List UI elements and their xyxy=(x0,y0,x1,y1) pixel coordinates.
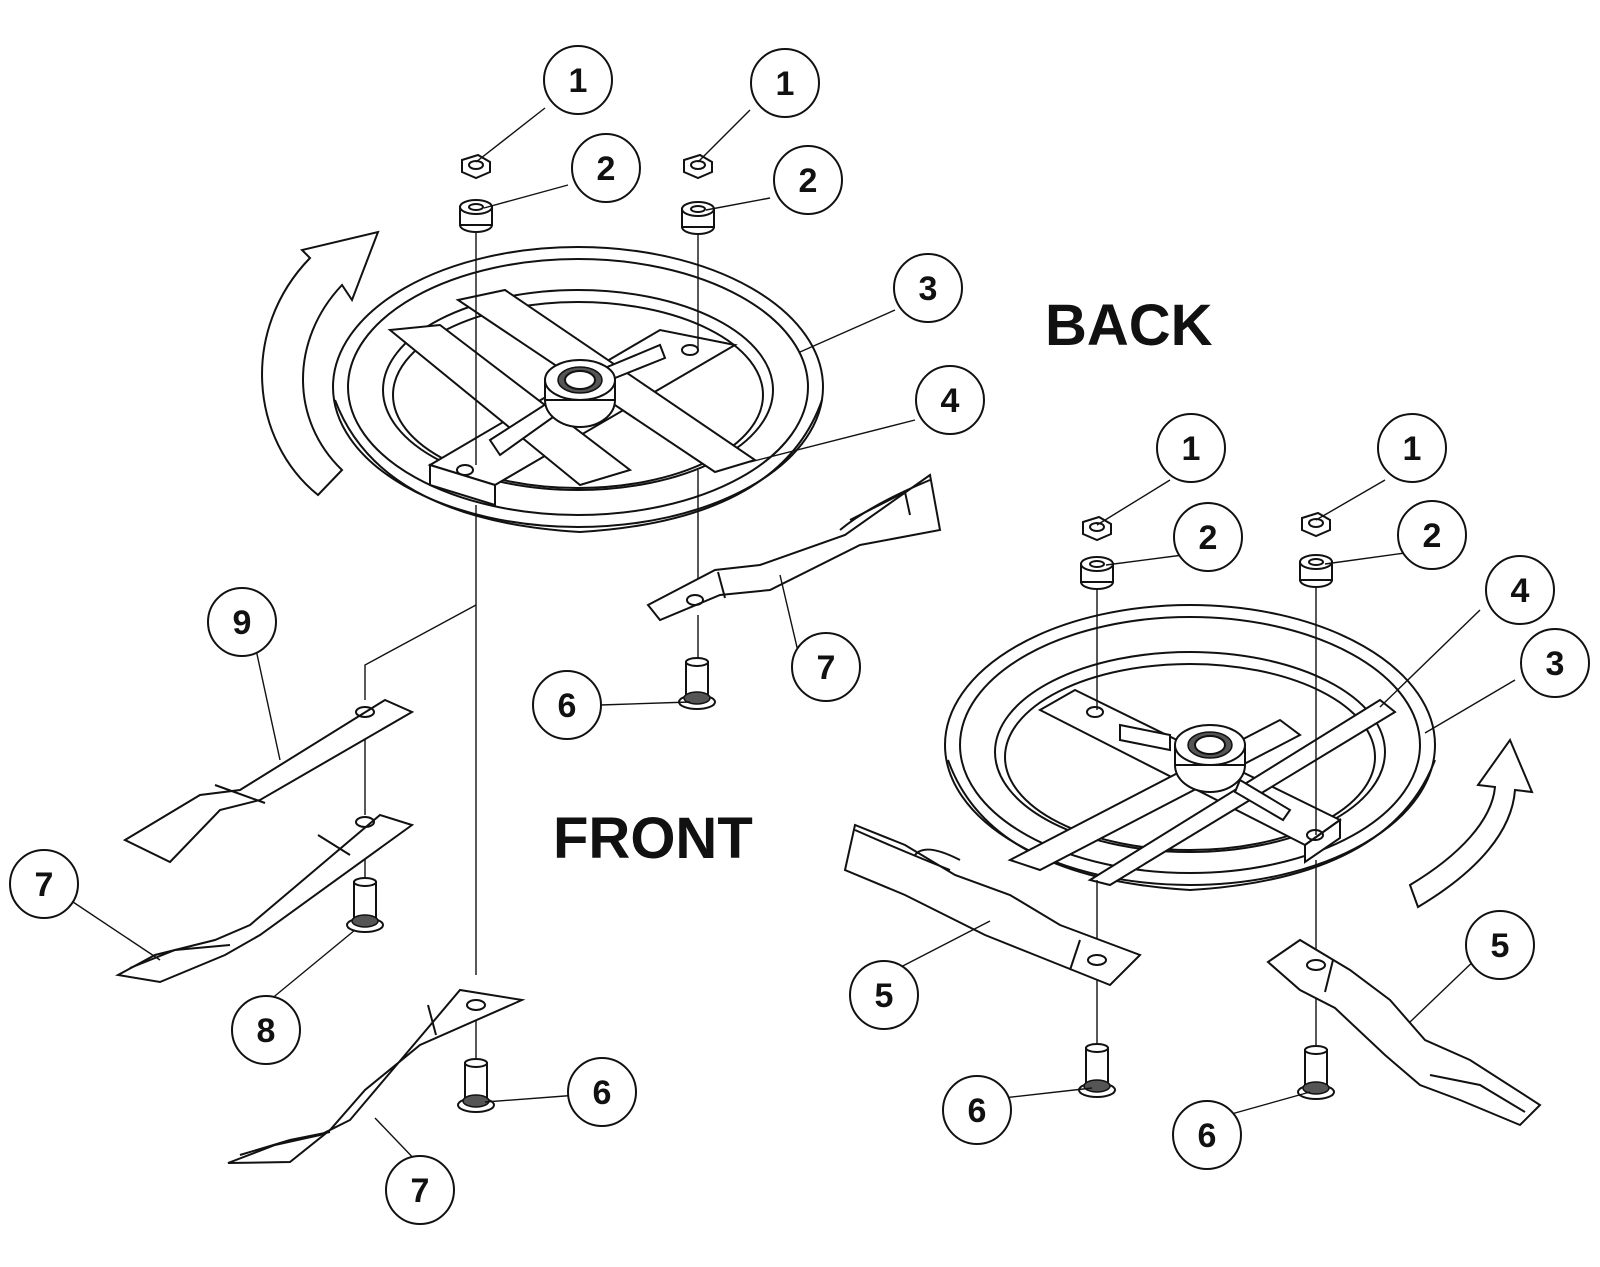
callout-1: 1 xyxy=(543,45,613,115)
rotation-arrow xyxy=(261,230,380,497)
hex-nut-right-a xyxy=(1082,515,1112,542)
washer-right-a xyxy=(1080,556,1114,590)
back-label: BACK xyxy=(1045,293,1213,358)
callout-5: 5 xyxy=(849,960,919,1030)
callout-1: 1 xyxy=(750,48,820,118)
hex-nut-right-b xyxy=(1301,511,1331,538)
svg-text:6: 6 xyxy=(558,687,577,725)
callouts: 1 1 2 2 3 4 7 6 9 7 8 6 7 1 1 2 2 4 3 5 … xyxy=(9,45,1590,1225)
svg-text:1: 1 xyxy=(776,65,795,103)
blade-bolt-right-a xyxy=(1078,1043,1116,1098)
blade-stack-top xyxy=(122,698,415,864)
svg-text:9: 9 xyxy=(233,604,252,642)
svg-text:8: 8 xyxy=(257,1012,276,1050)
spindle-hub-right xyxy=(1174,724,1246,793)
blade-stack-middle xyxy=(114,813,415,984)
front-label: FRONT xyxy=(553,806,753,871)
blade-carrier-disc-right xyxy=(944,604,1436,892)
callout-6: 6 xyxy=(1172,1100,1242,1170)
hex-nut-right xyxy=(683,153,713,180)
callout-6: 6 xyxy=(942,1075,1012,1145)
blade-right-right xyxy=(1266,938,1542,1127)
svg-text:7: 7 xyxy=(411,1172,430,1210)
spindle-hub xyxy=(544,359,616,428)
blade-carrier-disc xyxy=(332,246,824,534)
blade-bolt-stack xyxy=(346,877,384,933)
blade-front-bottom xyxy=(227,988,526,1164)
callout-3: 3 xyxy=(1520,628,1590,698)
washer-right xyxy=(681,201,715,235)
svg-text:1: 1 xyxy=(1403,430,1422,468)
callout-2: 2 xyxy=(1173,502,1243,572)
svg-text:3: 3 xyxy=(1546,645,1565,683)
rotation-arrow-right xyxy=(1408,737,1534,909)
callout-4: 4 xyxy=(1485,555,1555,625)
blade-bolt-front xyxy=(457,1058,495,1113)
callout-7: 7 xyxy=(9,849,79,919)
svg-text:6: 6 xyxy=(968,1092,987,1130)
back-assembly xyxy=(114,153,942,1164)
front-assembly xyxy=(843,511,1542,1127)
blade-back-right xyxy=(646,473,942,622)
blade-right-left xyxy=(843,823,1142,987)
svg-text:4: 4 xyxy=(1511,572,1530,610)
svg-text:4: 4 xyxy=(941,382,960,420)
svg-text:1: 1 xyxy=(569,62,588,100)
svg-text:2: 2 xyxy=(1423,517,1442,555)
callout-2: 2 xyxy=(571,133,641,203)
washer-left xyxy=(459,199,493,233)
svg-text:6: 6 xyxy=(1198,1117,1217,1155)
callout-2: 2 xyxy=(1397,500,1467,570)
blade-bolt-right-b xyxy=(1297,1045,1335,1100)
callout-2: 2 xyxy=(773,145,843,215)
svg-text:2: 2 xyxy=(597,150,616,188)
blade-bolt-back xyxy=(678,657,716,710)
callout-7: 7 xyxy=(385,1155,455,1225)
svg-text:1: 1 xyxy=(1182,430,1201,468)
svg-text:5: 5 xyxy=(1491,927,1510,965)
svg-text:2: 2 xyxy=(799,162,818,200)
callout-4: 4 xyxy=(915,365,985,435)
svg-text:6: 6 xyxy=(593,1074,612,1112)
washer-right-b xyxy=(1299,554,1333,588)
svg-text:2: 2 xyxy=(1199,519,1218,557)
svg-text:5: 5 xyxy=(875,977,894,1015)
callout-6: 6 xyxy=(532,670,602,740)
hex-nut-left xyxy=(461,153,491,180)
callout-5: 5 xyxy=(1465,910,1535,980)
callout-8: 8 xyxy=(231,995,301,1065)
svg-text:3: 3 xyxy=(919,270,938,308)
callout-7: 7 xyxy=(791,632,861,702)
svg-text:7: 7 xyxy=(817,649,836,687)
svg-text:7: 7 xyxy=(35,866,54,904)
callout-3: 3 xyxy=(893,253,963,323)
callout-9: 9 xyxy=(207,587,277,657)
callout-1: 1 xyxy=(1377,413,1447,483)
callout-1: 1 xyxy=(1156,413,1226,483)
callout-6: 6 xyxy=(567,1057,637,1127)
